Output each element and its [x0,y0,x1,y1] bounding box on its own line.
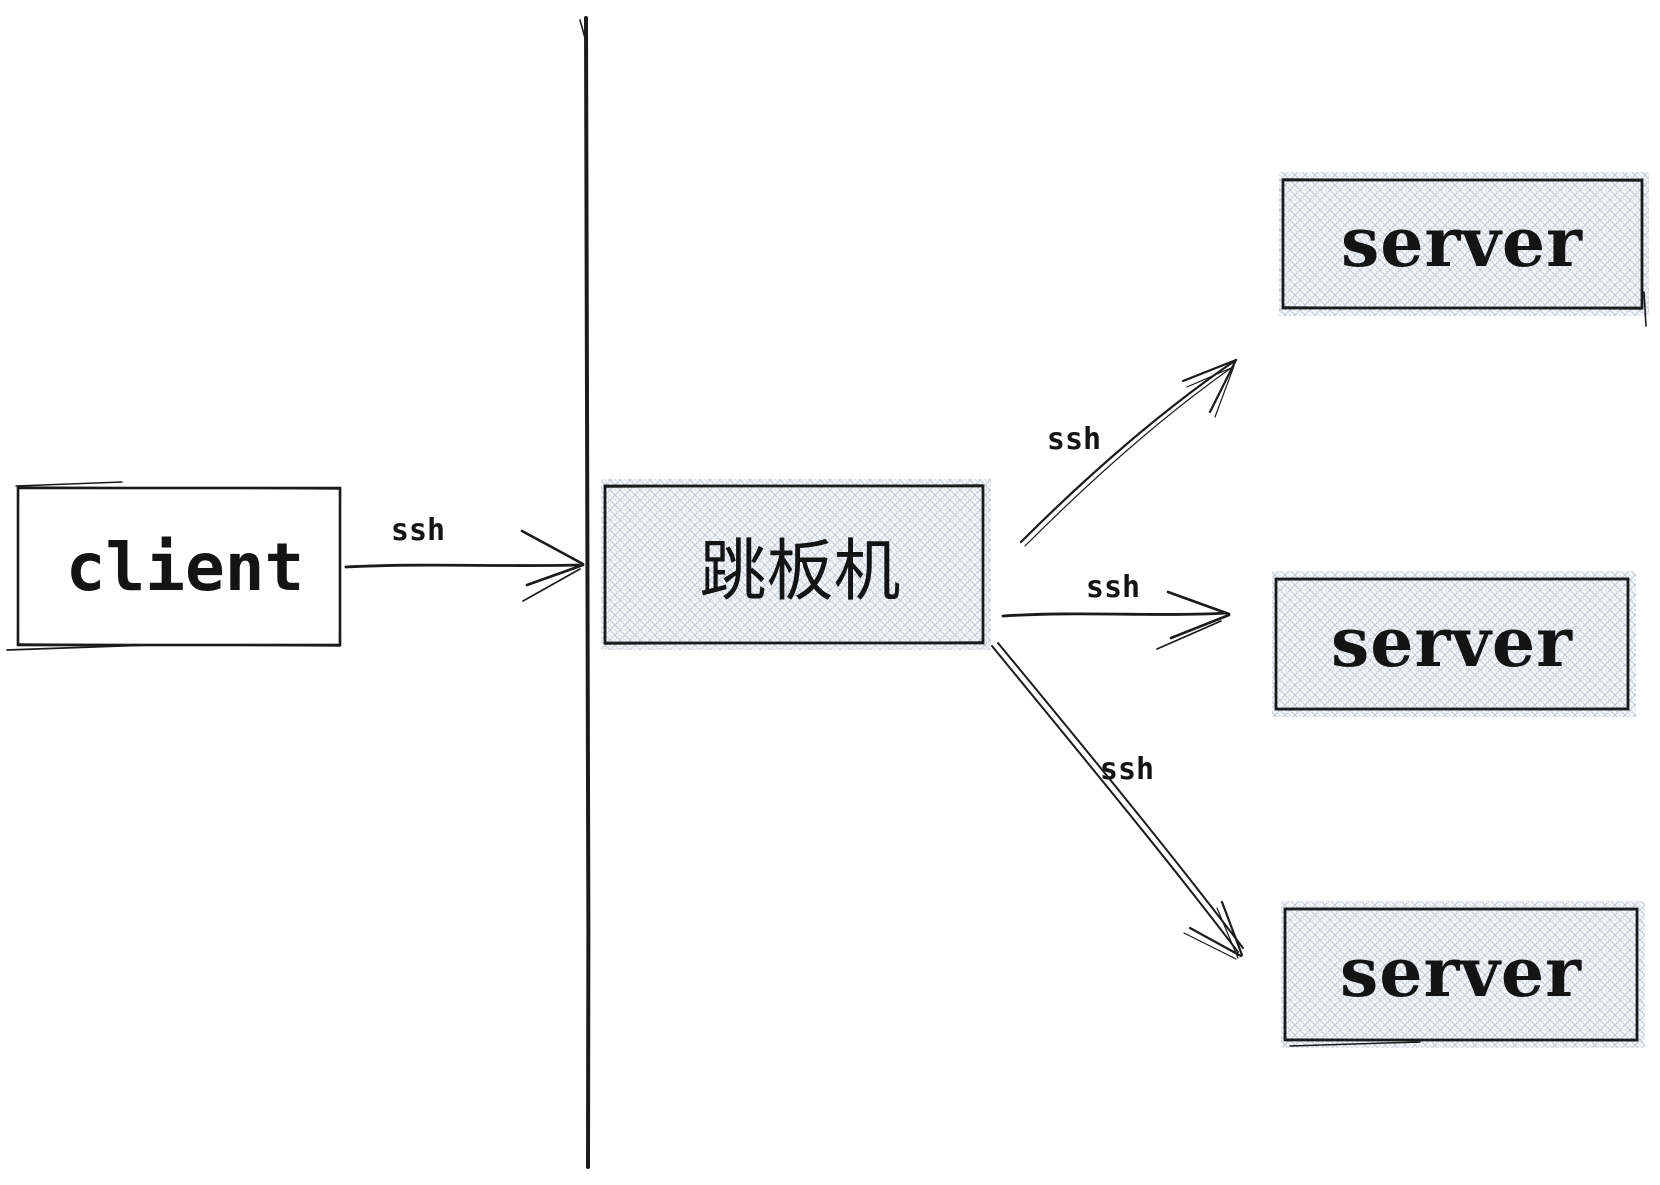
node-server-bottom-label: server [1340,933,1582,1013]
node-server-bottom-overshoot [1289,1041,1421,1047]
node-server-middle-hatch [1272,571,1636,717]
arrow-head-upper [520,529,585,566]
arrow-head-lower [1208,358,1238,414]
node-server-top-box-sketch [1282,178,1643,310]
node-client-box-sketch [16,486,342,647]
arrow-line [344,563,581,569]
node-server-top-label: server [1341,203,1583,283]
arrow-line-sketch [1024,365,1235,547]
arrow-head-sketch-a [1183,932,1237,960]
node-client: client [6,481,342,651]
node-server-middle: server [1272,571,1636,717]
edge-jumpserver-to-server-middle: ssh [1001,570,1231,650]
arrow-head-sketch [1156,620,1222,650]
node-client-label: client [66,529,304,606]
arrow-line [991,645,1239,953]
arrow-line [1001,611,1228,618]
node-jump-server-label: 跳板机 [700,532,901,610]
network-boundary-line [579,16,591,1169]
node-server-top-overshoot [1643,291,1647,327]
ssh-label: ssh [391,513,445,548]
node-client-overshoot-bottom [6,644,151,651]
ssh-label: ssh [1086,570,1140,605]
node-server-bottom: server [1281,901,1645,1048]
arrow-head-upper [1166,590,1231,616]
arrow-head-lower [525,563,585,587]
node-jump-server-box-sketch [603,484,985,645]
arrow-head-sketch [522,568,581,602]
node-server-top-hatch [1279,172,1649,316]
arrow-head-sketch-b [1216,907,1239,959]
arrow-head-sketch-b [1214,365,1235,418]
arrow-line [1019,358,1238,544]
arrow-head-upper [1181,358,1238,383]
edge-jumpserver-to-server-top: ssh [1019,358,1238,547]
node-jump-server: 跳板机 [601,479,991,650]
node-client-overshoot-top [15,481,123,487]
node-jump-server-hatch [601,479,991,650]
arrow-head-sketch-a [1186,367,1232,388]
arrow-head-left [1188,926,1243,958]
boundary-sketch-tick [579,19,586,39]
edge-client-to-jumpserver: ssh [344,513,585,602]
node-server-middle-label: server [1331,603,1573,683]
arrow-head-lower [1169,613,1231,640]
node-server-middle-box-sketch [1275,577,1629,711]
node-server-bottom-box-sketch [1284,907,1638,1042]
edge-jumpserver-to-server-bottom: ssh [991,642,1244,960]
node-server-top: server [1279,172,1649,327]
boundary-stroke [583,16,591,1169]
node-server-bottom-hatch [1281,901,1645,1048]
arrow-line-sketch [997,642,1244,949]
ssh-label: ssh [1100,752,1154,787]
arrow-head-upper [1220,900,1244,957]
ssh-label: ssh [1047,422,1101,457]
